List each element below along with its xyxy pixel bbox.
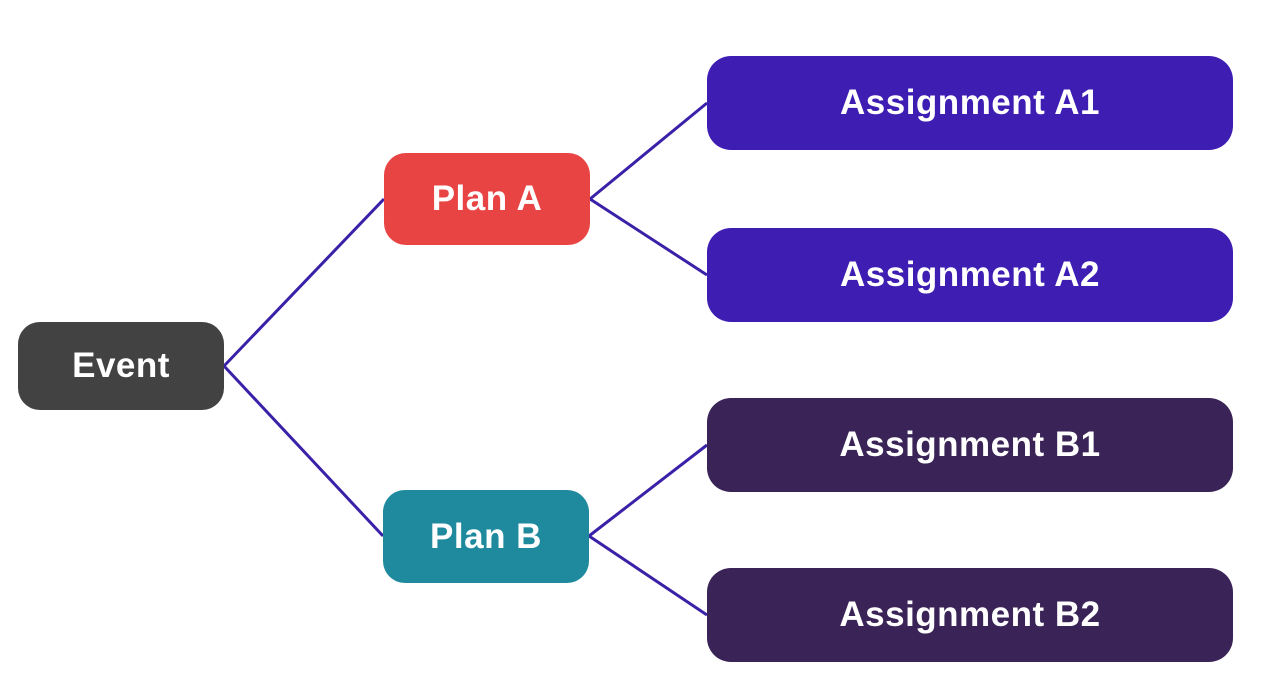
node-plan-b: Plan B [383,490,589,583]
edge-plan-b-assignment-b1 [588,443,708,538]
node-assignment-b1: Assignment B1 [707,398,1233,492]
edge-event-plan-b [222,364,385,538]
node-assignment-a2: Assignment A2 [707,228,1233,322]
node-assignment-a1-label: Assignment A1 [840,83,1100,122]
node-assignment-b2-label: Assignment B2 [839,595,1101,634]
node-plan-a: Plan A [384,153,590,245]
node-assignment-a2-label: Assignment A2 [840,255,1100,294]
edge-plan-a-assignment-a1 [589,101,708,201]
node-assignment-b1-label: Assignment B1 [839,425,1101,464]
node-plan-b-label: Plan B [430,516,542,556]
edge-plan-b-assignment-b2 [588,534,708,617]
edge-event-plan-a [222,197,386,368]
node-assignment-a1: Assignment A1 [707,56,1233,150]
edge-plan-a-assignment-a2 [589,197,708,277]
node-event: Event [18,322,224,410]
node-plan-a-label: Plan A [431,179,543,218]
node-assignment-b2: Assignment B2 [707,568,1233,662]
node-event-label: Event [72,346,170,385]
